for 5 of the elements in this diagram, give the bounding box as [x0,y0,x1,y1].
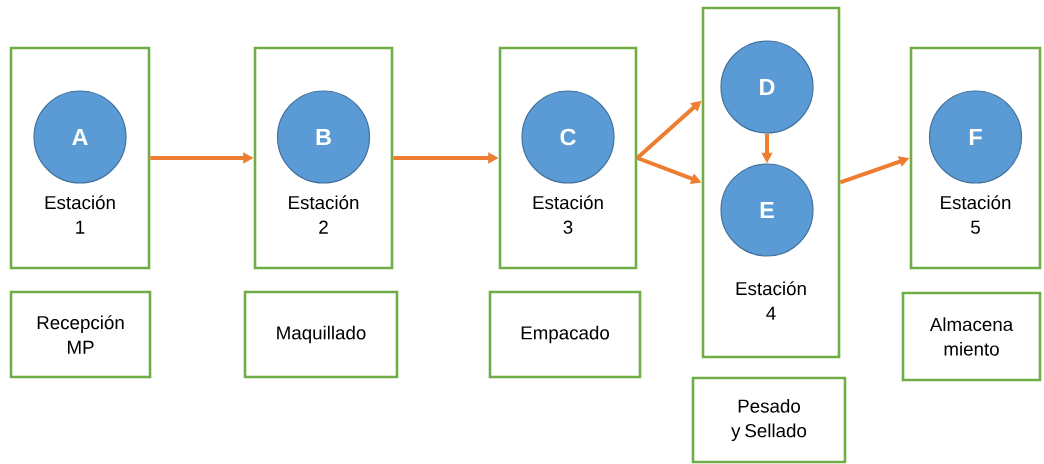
process-label-box: Pesado y Sellado [691,376,847,464]
process-label-box: Recepción MP [9,290,152,379]
process-label-box: Almacena miento [901,291,1042,382]
process-label-box: Empacado [488,290,642,379]
process-label-box: Maquillado [243,290,399,379]
